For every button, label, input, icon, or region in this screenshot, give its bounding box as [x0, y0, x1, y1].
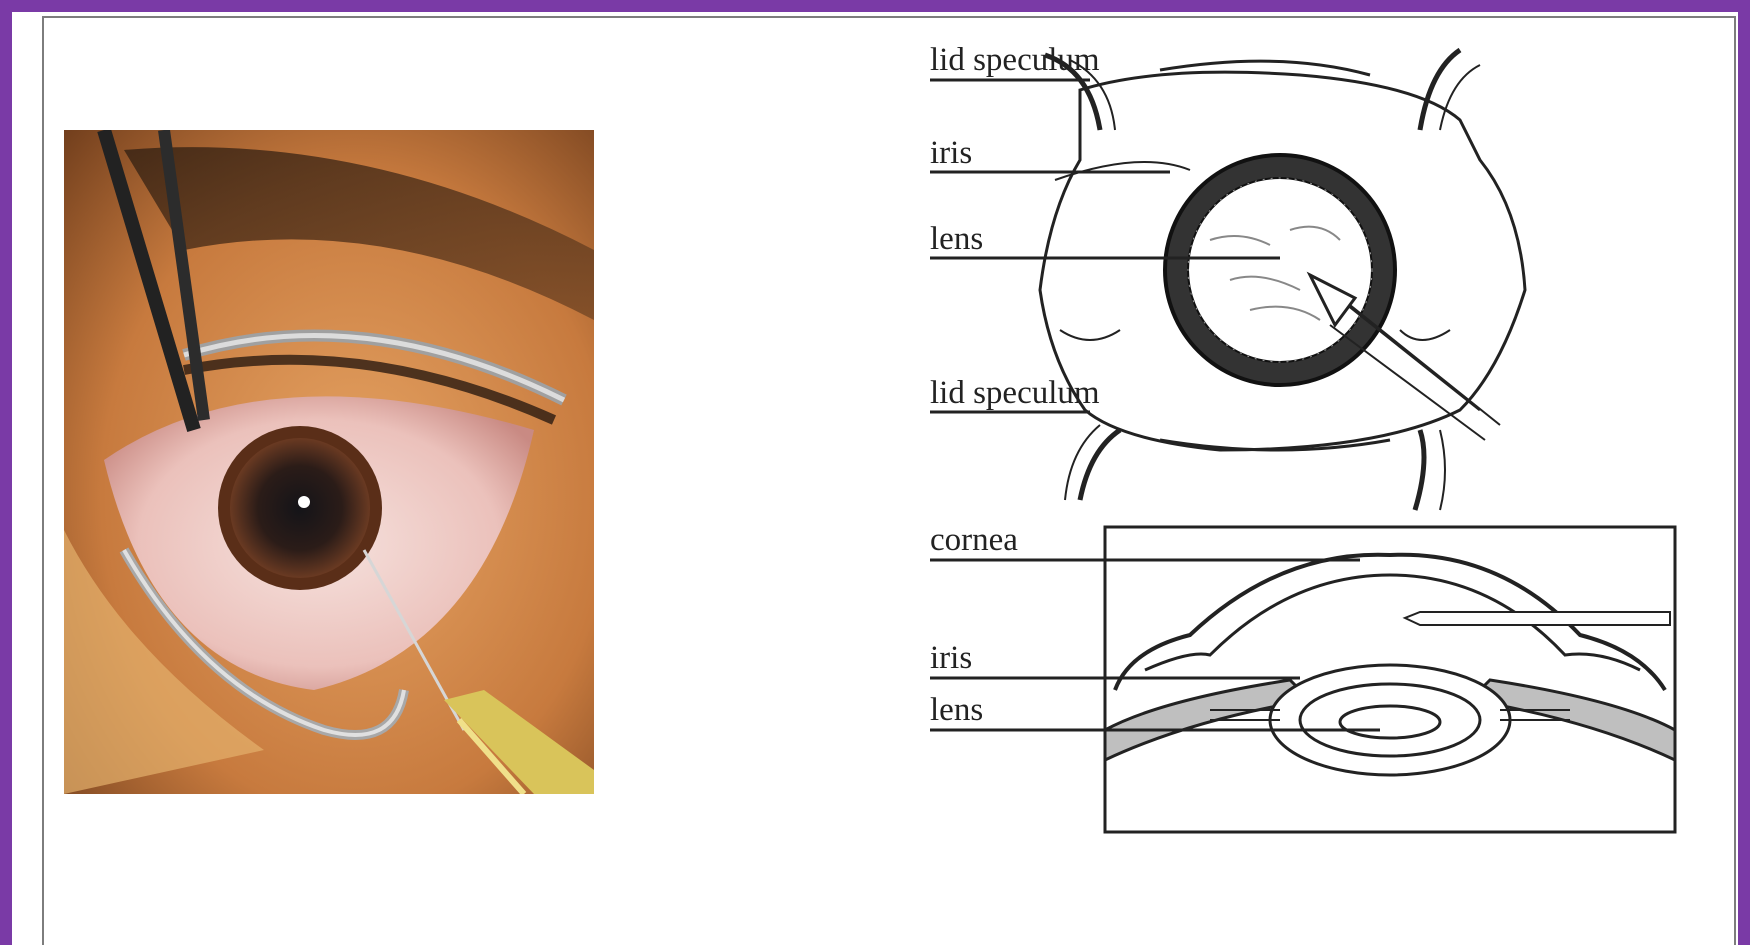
label-iris-top: iris — [930, 135, 972, 171]
label-cornea: cornea — [930, 522, 1018, 558]
eye-diagrams: lid speculum iris lens lid speculum corn… — [860, 30, 1720, 945]
label-iris-side: iris — [930, 640, 972, 676]
label-lid-speculum-top: lid speculum — [930, 42, 1100, 78]
label-lid-speculum-bottom: lid speculum — [930, 375, 1100, 411]
label-lens-top: lens — [930, 221, 983, 257]
surgery-photo — [64, 130, 594, 794]
top-view-diagram — [1040, 50, 1525, 510]
label-lens-side: lens — [930, 692, 983, 728]
